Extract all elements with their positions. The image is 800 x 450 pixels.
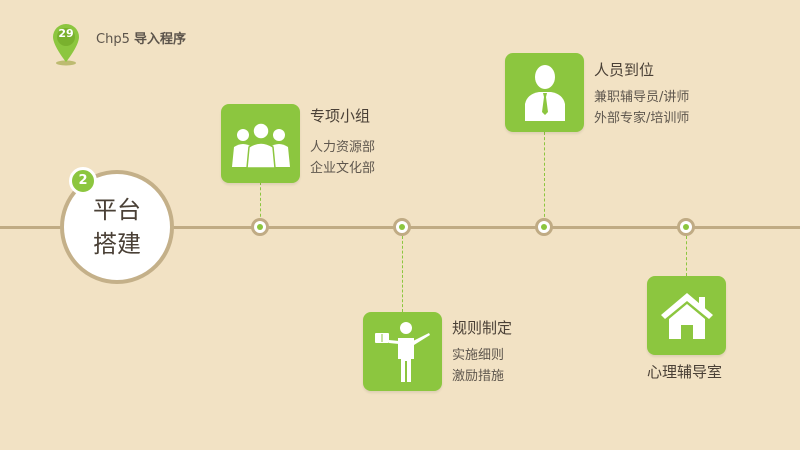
chapter-heading: Chp5 导入程序 bbox=[96, 28, 186, 47]
item-4-title: 心理辅导室 bbox=[647, 363, 723, 381]
item-1-title: 专项小组 bbox=[310, 107, 371, 125]
chapter-prefix: Chp5 bbox=[96, 32, 130, 47]
team-icon bbox=[231, 121, 290, 169]
connector-2 bbox=[402, 236, 403, 312]
item-2-title: 规则制定 bbox=[452, 319, 513, 337]
timeline-node-1 bbox=[251, 218, 269, 236]
connector-3 bbox=[544, 132, 545, 222]
item-3-line-1: 兼职辅导员/讲师 bbox=[594, 90, 690, 105]
chapter-title: 导入程序 bbox=[133, 32, 186, 47]
counseling-room-box bbox=[647, 276, 726, 355]
item-3-line-2: 外部专家/培训师 bbox=[594, 111, 690, 126]
timeline-node-4 bbox=[677, 218, 695, 236]
item-2-line-2: 激励措施 bbox=[452, 369, 505, 384]
timeline-node-2 bbox=[393, 218, 411, 236]
item-1-line-2: 企业文化部 bbox=[310, 161, 376, 176]
chapter-badge: 29 bbox=[51, 22, 81, 66]
step-number-badge: 2 bbox=[69, 167, 97, 195]
presenter-box bbox=[363, 312, 442, 391]
item-3-title: 人员到位 bbox=[594, 61, 655, 79]
item-1-line-1: 人力资源部 bbox=[310, 140, 376, 155]
team-box bbox=[221, 104, 300, 183]
item-1-details: 人力资源部 企业文化部 bbox=[310, 137, 375, 179]
step-title-line1: 平台 bbox=[93, 196, 141, 224]
item-2-details: 实施细则 激励措施 bbox=[452, 345, 504, 387]
staff-box bbox=[505, 53, 584, 132]
timeline-node-3 bbox=[535, 218, 553, 236]
badge-number: 29 bbox=[58, 27, 74, 40]
item-3-details: 兼职辅导员/讲师 外部专家/培训师 bbox=[594, 87, 689, 129]
map-pin-icon bbox=[53, 24, 79, 66]
person-tie-icon bbox=[524, 64, 565, 121]
presenter-icon bbox=[374, 321, 430, 382]
step-title-line2: 搭建 bbox=[93, 230, 141, 258]
connector-4 bbox=[686, 236, 687, 276]
house-icon bbox=[660, 292, 713, 339]
connector-1 bbox=[260, 182, 261, 222]
item-2-line-1: 实施细则 bbox=[452, 348, 505, 363]
